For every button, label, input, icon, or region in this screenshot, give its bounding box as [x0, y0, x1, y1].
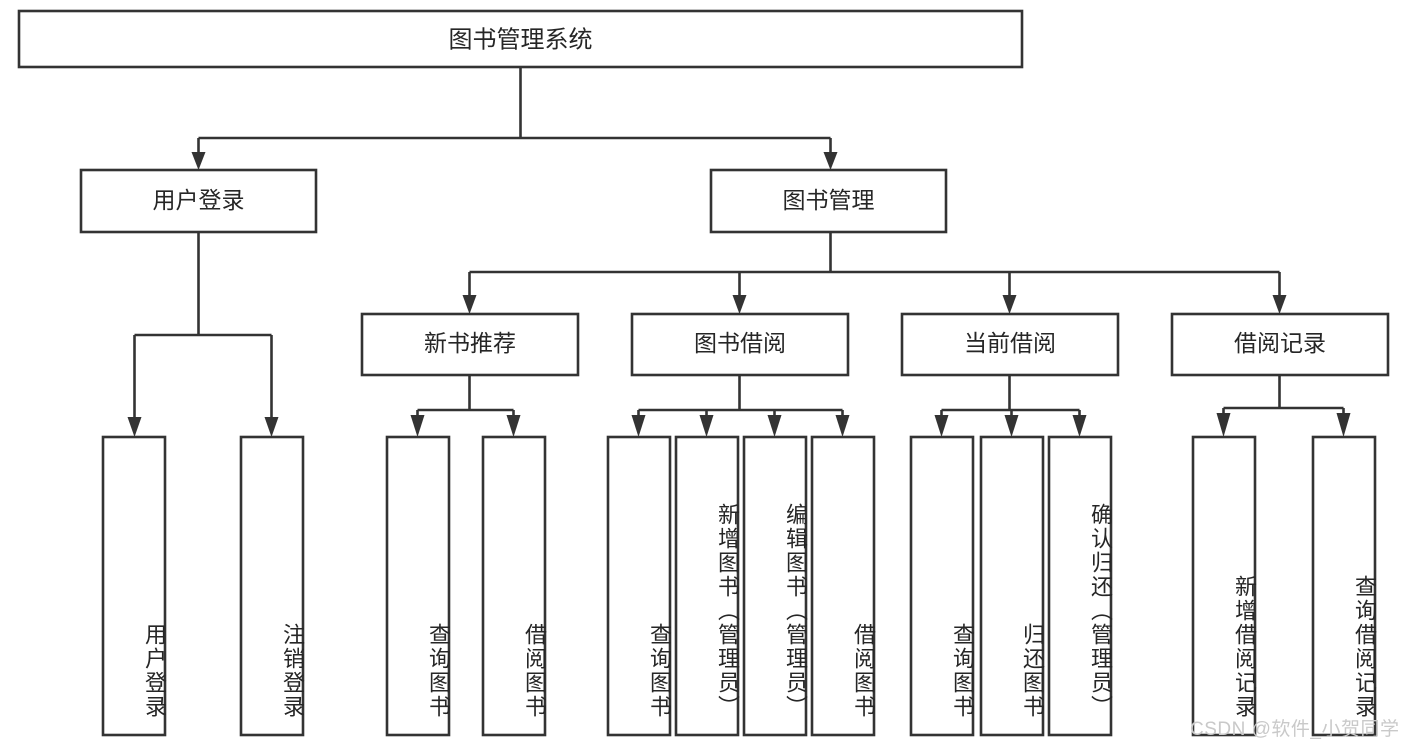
node-box-current-borrow[interactable] [900, 312, 1120, 377]
node-box-leaf-query-book-bb[interactable] [606, 435, 672, 737]
arrow-head-book-manage [823, 152, 838, 170]
node-label-book-borrow: 图书借阅 [694, 330, 786, 356]
arrow-head-leaf-query-record [1336, 413, 1351, 437]
node-box-leaf-user-login[interactable] [101, 435, 167, 737]
arrow-head-leaf-return-book [1004, 415, 1019, 437]
node-box-book-borrow[interactable] [630, 312, 850, 377]
node-box-leaf-borrow-book-bb[interactable] [810, 435, 876, 737]
arrow-head-leaf-confirm-return [1072, 415, 1087, 437]
arrow-head-leaf-query-book-new [410, 415, 425, 437]
arrow-head-leaf-query-book-cb [934, 415, 949, 437]
node-label-borrow-record: 借阅记录 [1234, 330, 1326, 356]
arrow-head-new-book-recommend [462, 295, 477, 314]
node-box-leaf-query-book-cb[interactable] [909, 435, 975, 737]
watermark-text: CSDN @软件_小贺同学 [1190, 719, 1400, 740]
arrow-head-borrow-record [1272, 295, 1287, 314]
node-box-leaf-add-record[interactable] [1191, 435, 1257, 737]
node-box-leaf-confirm-return[interactable] [1047, 435, 1113, 737]
node-box-root[interactable] [17, 9, 1024, 69]
node-box-leaf-logout[interactable] [239, 435, 305, 737]
node-label-root: 图书管理系统 [449, 26, 593, 53]
arrow-head-leaf-user-login [127, 417, 142, 437]
node-box-user-login[interactable] [79, 168, 318, 234]
node-box-new-book-recommend[interactable] [360, 312, 580, 377]
node-box-leaf-query-book-new[interactable] [385, 435, 451, 737]
node-box-leaf-return-book[interactable] [979, 435, 1045, 737]
node-box-leaf-edit-book[interactable] [742, 435, 808, 737]
node-box-leaf-add-book[interactable] [674, 435, 740, 737]
arrow-head-leaf-add-record [1216, 413, 1231, 437]
node-layer: 图书管理系统 用户登录 图书管理 新书推荐 图书借阅 当前借阅 借阅记录 [17, 9, 1390, 377]
node-box-leaf-query-record[interactable] [1311, 435, 1377, 737]
arrow-head-leaf-borrow-book-new [506, 415, 521, 437]
arrow-head-current-borrow [1002, 295, 1017, 314]
leaf-node-layer [101, 435, 1377, 737]
node-box-borrow-record[interactable] [1170, 312, 1390, 377]
node-label-book-manage: 图书管理 [783, 187, 875, 213]
node-label-current-borrow: 当前借阅 [964, 330, 1056, 356]
arrow-head-leaf-edit-book [767, 415, 782, 437]
node-box-leaf-borrow-book-new[interactable] [481, 435, 547, 737]
arrow-head-book-borrow [732, 295, 747, 314]
arrow-head-leaf-add-book [699, 415, 714, 437]
node-label-new-book-recommend: 新书推荐 [424, 330, 516, 356]
connector-layer [127, 67, 1351, 437]
arrow-head-leaf-logout [264, 417, 279, 437]
arrow-head-user-login [191, 152, 206, 170]
node-box-book-manage[interactable] [709, 168, 948, 234]
node-label-user-login: 用户登录 [153, 187, 245, 213]
arrow-head-leaf-query-book-bb [631, 415, 646, 437]
arrow-head-leaf-borrow-book-bb [835, 415, 850, 437]
